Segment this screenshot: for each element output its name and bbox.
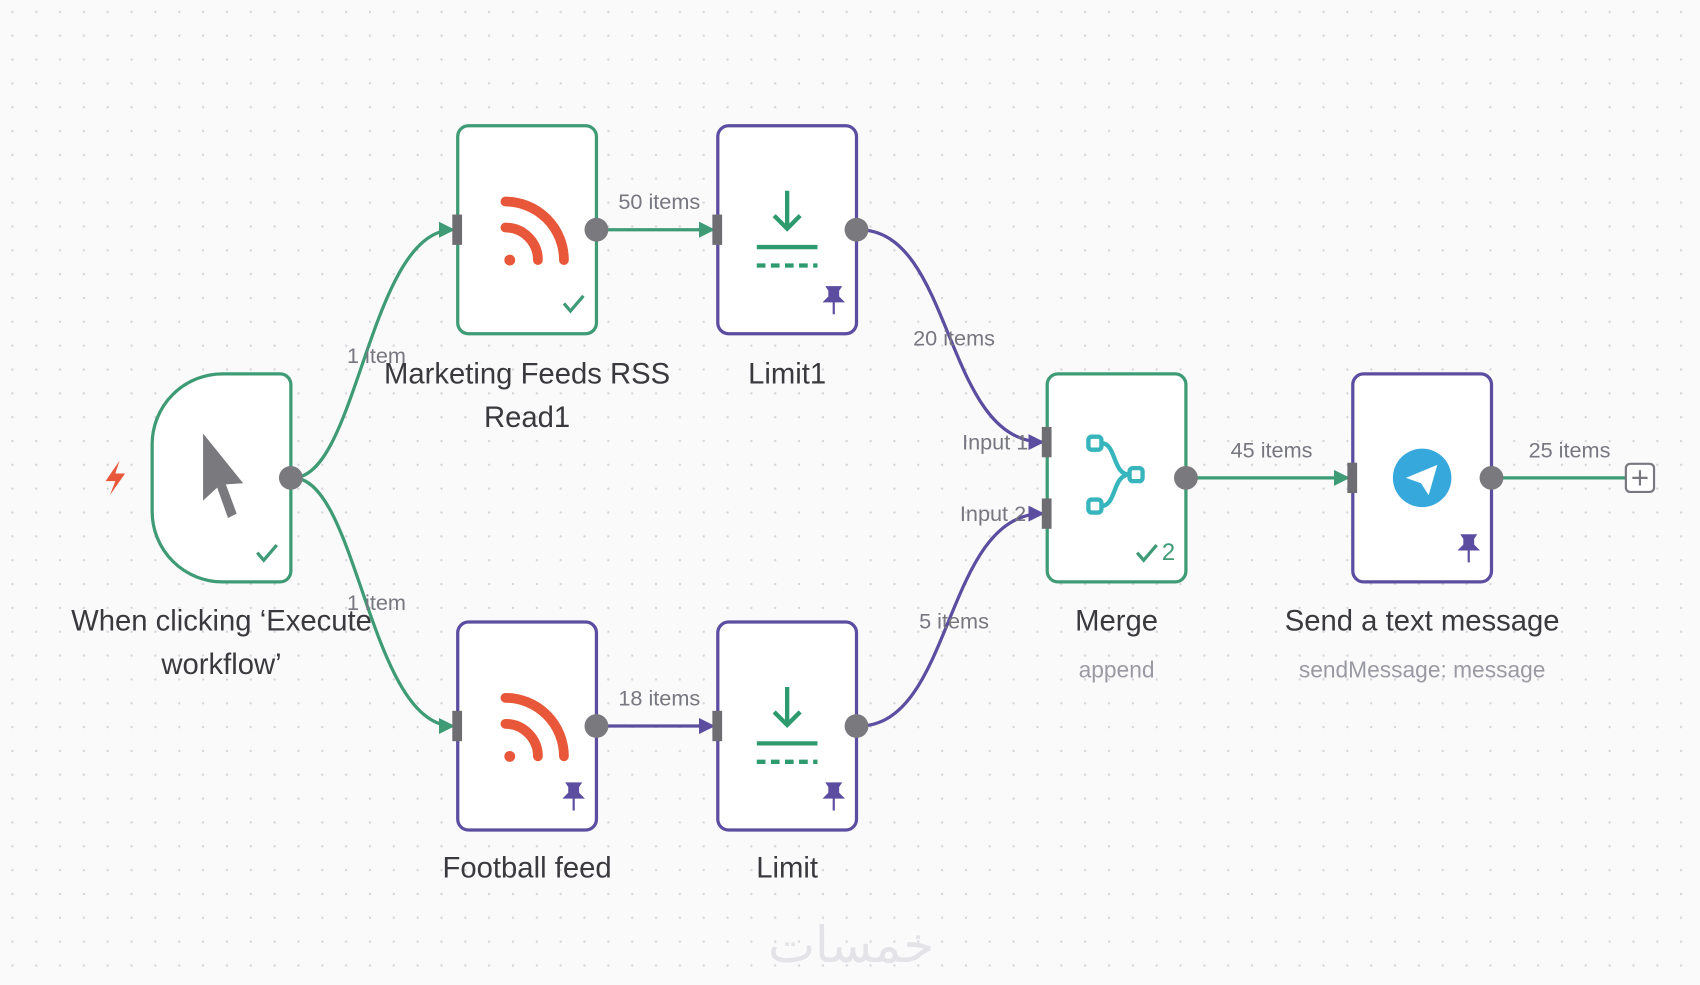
node-label: Send a text message: [1285, 606, 1560, 638]
output-handle[interactable]: [844, 714, 869, 738]
node-label: Marketing Feeds RSS: [384, 359, 670, 391]
output-handle[interactable]: [584, 714, 609, 738]
rss-icon: [500, 692, 569, 762]
output-handle[interactable]: [584, 217, 609, 242]
output-handle[interactable]: [844, 217, 869, 242]
edge-label: 18 items: [618, 685, 700, 710]
node-subtitle: append: [1079, 656, 1155, 682]
input-handle[interactable]: [452, 214, 463, 245]
edge-label: 25 items: [1529, 437, 1611, 462]
input-handle[interactable]: [452, 710, 463, 742]
node-football-feed[interactable]: Football feed: [443, 620, 612, 885]
connections: [292, 221, 1626, 735]
limit-icon: [756, 687, 818, 764]
node-trigger[interactable]: When clicking ‘Execute workflow’: [71, 372, 372, 681]
output-handle[interactable]: [1173, 465, 1198, 490]
input-handle-1[interactable]: [1041, 426, 1052, 458]
input-label: Input 2: [960, 501, 1026, 526]
bolt-icon: [105, 460, 126, 496]
node-label: When clicking ‘Execute: [71, 606, 372, 638]
node-label: Limit1: [748, 359, 826, 391]
plus-icon: [1632, 470, 1648, 486]
edge-limit1-merge[interactable]: [858, 228, 1045, 451]
check-icon: [562, 294, 585, 314]
input-handle[interactable]: [1347, 462, 1358, 494]
edge-label: 50 items: [618, 189, 700, 214]
watermark: خمسات: [768, 917, 934, 973]
input-label: Input 1: [962, 430, 1028, 455]
rss-icon: [500, 196, 569, 266]
paper-plane-icon: [1405, 464, 1438, 496]
node-label: Merge: [1075, 606, 1158, 638]
edge-trigger-football[interactable]: [292, 476, 456, 735]
edge-label: 1 item: [347, 590, 406, 615]
node-label: Read1: [484, 402, 570, 434]
output-handle[interactable]: [1479, 465, 1504, 490]
pin-icon: [822, 286, 846, 315]
edge-label: 20 items: [913, 326, 995, 351]
add-node-button[interactable]: [1624, 462, 1656, 494]
node-limit1[interactable]: Limit1: [712, 124, 869, 391]
output-handle[interactable]: [278, 465, 303, 490]
node-telegram[interactable]: Send a text message sendMessage: message: [1285, 372, 1560, 682]
node-label: Limit: [756, 853, 818, 885]
edge-label: 45 items: [1231, 437, 1313, 462]
run-count: 2: [1162, 539, 1175, 566]
pin-icon: [822, 782, 846, 811]
node-limit[interactable]: Limit: [712, 620, 869, 885]
pin-icon: [1457, 534, 1481, 563]
edge-limit-merge[interactable]: [858, 505, 1045, 728]
limit-icon: [756, 190, 818, 268]
edge-trigger-rss[interactable]: [292, 221, 456, 480]
node-merge[interactable]: 2 Input 1 Input 2 Merge append: [960, 372, 1198, 682]
edge-label: 5 items: [919, 608, 989, 633]
pin-icon: [562, 782, 585, 811]
merge-icon: [1086, 434, 1145, 515]
edge-label: 1 item: [347, 343, 406, 368]
check-icon: [1135, 543, 1158, 563]
node-label: workflow’: [160, 649, 281, 681]
cursor-icon: [203, 433, 244, 518]
node-subtitle: sendMessage: message: [1299, 656, 1546, 682]
node-rss-marketing[interactable]: Marketing Feeds RSS Read1: [384, 124, 670, 434]
node-label: Football feed: [443, 853, 612, 885]
input-handle[interactable]: [712, 214, 723, 245]
check-icon: [256, 543, 279, 563]
input-handle[interactable]: [712, 710, 723, 742]
input-handle-2[interactable]: [1041, 498, 1052, 529]
